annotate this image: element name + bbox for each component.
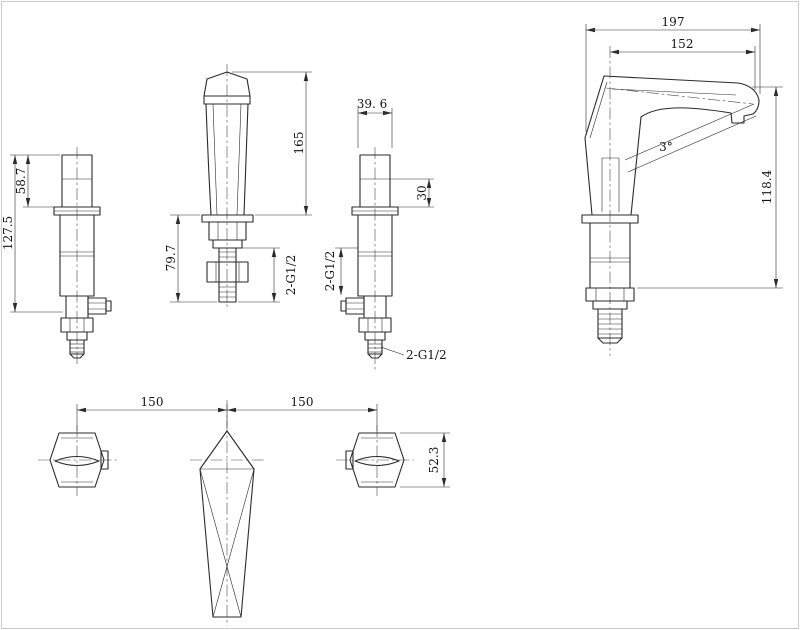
dimension-side-thread: 2-G1/2 xyxy=(323,247,358,295)
dimension-left-spacing: 150 xyxy=(76,395,228,431)
right-valve-view: 39. 6 30 2-G1/2 2-G1/2 xyxy=(323,97,447,372)
threaded-shank xyxy=(218,247,237,303)
thread-tail xyxy=(367,339,383,355)
side-port xyxy=(345,297,365,315)
valve-outline xyxy=(53,154,112,359)
spout-side-view: 197 152 3° 118.4 xyxy=(581,15,783,356)
port-stub xyxy=(345,450,354,470)
dimension-total-reach: 197 xyxy=(585,15,761,132)
spout-axis-centerline xyxy=(605,87,754,105)
dimension-body-width: 39. 6 xyxy=(357,97,393,148)
dim-label-bottom-thread: 2-G1/2 xyxy=(406,348,447,362)
handle-slot xyxy=(354,455,400,467)
dim-label-right-spacing: 150 xyxy=(291,395,314,409)
dim-label-spout-reach: 152 xyxy=(671,37,694,51)
dimension-handle-height: 52.3 xyxy=(400,432,450,488)
valve-outline xyxy=(340,154,399,359)
dimension-bottom-thread: 2-G1/2 xyxy=(380,346,447,362)
side-port-cap xyxy=(105,300,112,312)
spout-profile xyxy=(584,75,760,216)
lock-nut xyxy=(206,261,249,283)
dim-label-total-height: 127.5 xyxy=(1,216,15,250)
dimension-upper-height: 58.7 xyxy=(14,155,54,208)
dim-label-spout-height: 165 xyxy=(292,132,306,155)
spout-outline xyxy=(581,75,760,344)
thread-tail xyxy=(597,308,623,339)
dim-label-shank-height: 79.7 xyxy=(164,245,178,272)
dimension-shank-thread: 2-G1/2 xyxy=(238,247,298,303)
left-handle-plan xyxy=(49,432,109,488)
dimension-height: 118.4 xyxy=(637,86,783,289)
right-handle-plan xyxy=(345,432,405,488)
dim-label-upper-height: 58.7 xyxy=(14,168,28,195)
left-valve-view: 127.5 58.7 xyxy=(1,147,112,364)
dim-label-height: 118.4 xyxy=(760,169,774,204)
base-flange xyxy=(201,214,254,223)
dim-label-total-reach: 197 xyxy=(662,15,685,29)
washer xyxy=(212,239,243,249)
spout-kite-outline xyxy=(199,430,255,618)
thread-tail xyxy=(69,339,85,355)
dim-label-side-thread: 2-G1/2 xyxy=(323,251,337,292)
handle-slot xyxy=(54,455,100,467)
handle-hex-outline xyxy=(349,432,405,488)
plan-view: 150 150 52.3 xyxy=(38,395,450,626)
dim-label-handle-height: 52.3 xyxy=(427,447,441,474)
dimension-shank-height: 79.7 xyxy=(164,214,217,303)
dim-label-left-spacing: 150 xyxy=(141,395,164,409)
dim-label-body-width: 39. 6 xyxy=(357,97,388,111)
dimension-right-spacing: 150 xyxy=(227,395,378,431)
side-port-cap xyxy=(340,300,347,312)
spout-plan xyxy=(199,430,255,618)
dim-label-shank-thread: 2-G1/2 xyxy=(284,255,298,296)
mount-nut xyxy=(208,221,247,241)
dim-label-stem-depth: 30 xyxy=(415,185,429,200)
spout-front-view: 165 79.7 2-G1/2 xyxy=(164,64,312,310)
side-port xyxy=(87,297,107,315)
dimension-spout-reach: 152 xyxy=(610,37,756,90)
dimension-stem-depth: 30 xyxy=(390,178,434,208)
dimension-spout-height: 165 xyxy=(232,71,312,216)
spout-outline xyxy=(201,71,254,303)
dim-label-outlet-angle: 3° xyxy=(659,140,673,154)
dimension-total-height: 127.5 xyxy=(1,154,63,313)
port-stub xyxy=(100,450,109,470)
dimension-outlet-angle: 3° xyxy=(624,103,757,173)
handle-hex-outline xyxy=(49,432,105,488)
